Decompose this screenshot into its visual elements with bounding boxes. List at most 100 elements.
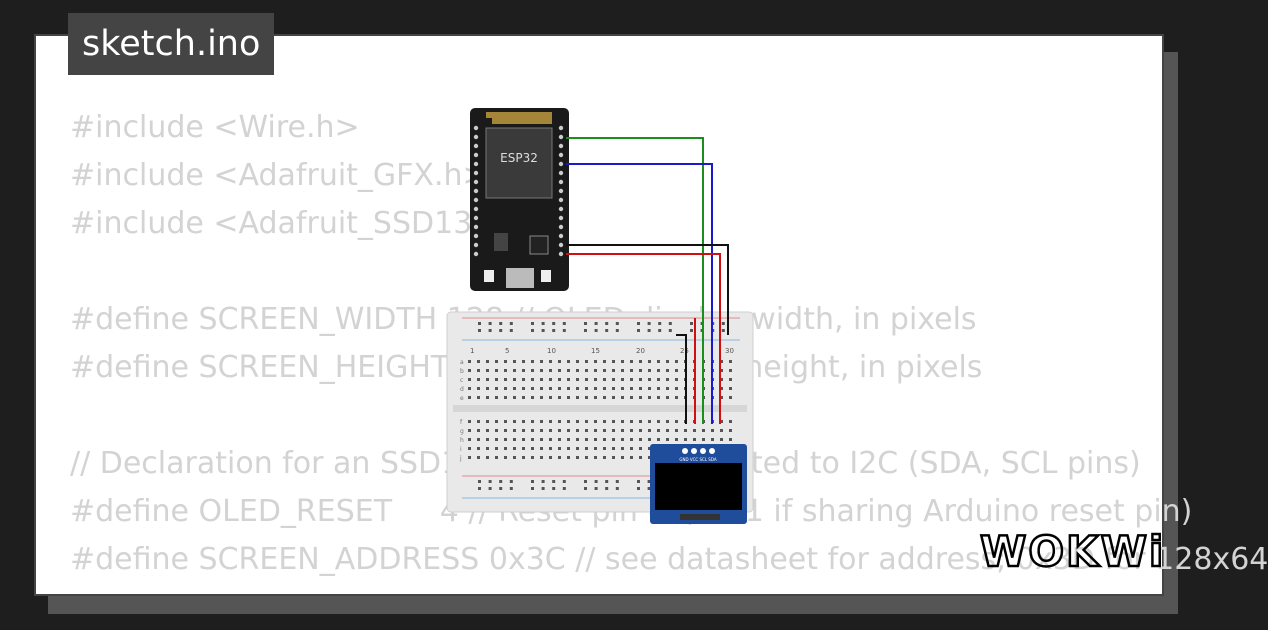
breadboard-hole bbox=[504, 420, 507, 423]
breadboard-hole bbox=[612, 360, 615, 363]
breadboard-hole bbox=[720, 420, 723, 423]
breadboard-hole bbox=[531, 369, 534, 372]
breadboard-hole bbox=[648, 360, 651, 363]
column-number: 10 bbox=[547, 347, 556, 355]
breadboard-hole bbox=[594, 329, 598, 332]
breadboard-hole bbox=[693, 438, 696, 441]
breadboard-hole bbox=[468, 369, 471, 372]
breadboard-hole bbox=[594, 322, 598, 325]
breadboard-hole bbox=[531, 322, 534, 325]
esp32-pin bbox=[558, 197, 564, 203]
breadboard-hole bbox=[540, 429, 543, 432]
breadboard-hole bbox=[558, 360, 561, 363]
breadboard-hole bbox=[668, 322, 672, 325]
breadboard-hole bbox=[621, 396, 624, 399]
column-number: 5 bbox=[505, 347, 509, 355]
breadboard-hole bbox=[522, 396, 525, 399]
breadboard-hole bbox=[558, 456, 561, 459]
breadboard-hole bbox=[594, 360, 597, 363]
breadboard-hole bbox=[605, 480, 609, 483]
breadboard-hole bbox=[585, 396, 588, 399]
breadboard-hole bbox=[531, 396, 534, 399]
breadboard-hole bbox=[612, 447, 615, 450]
wires bbox=[566, 137, 729, 424]
breadboard-hole bbox=[531, 480, 534, 483]
breadboard-hole bbox=[594, 369, 597, 372]
breadboard-hole bbox=[499, 329, 503, 332]
breadboard-hole bbox=[658, 329, 662, 332]
esp32-pin bbox=[558, 143, 564, 149]
breadboard-hole bbox=[541, 322, 545, 325]
esp32-pin bbox=[558, 215, 564, 221]
breadboard-hole bbox=[675, 438, 678, 441]
breadboard-hole bbox=[477, 438, 480, 441]
breadboard-hole bbox=[486, 429, 489, 432]
breadboard-hole bbox=[657, 378, 660, 381]
breadboard-hole bbox=[513, 387, 516, 390]
breadboard-hole bbox=[675, 420, 678, 423]
breadboard-hole bbox=[637, 487, 640, 490]
esp32-pin bbox=[473, 224, 479, 230]
breadboard-hole bbox=[567, 396, 570, 399]
breadboard-hole bbox=[585, 378, 588, 381]
breadboard-hole bbox=[621, 447, 624, 450]
breadboard-hole bbox=[558, 396, 561, 399]
breadboard-hole bbox=[585, 456, 588, 459]
wire-vcc bbox=[566, 253, 721, 424]
breadboard-hole bbox=[585, 387, 588, 390]
esp32-pin bbox=[558, 152, 564, 158]
breadboard-hole bbox=[499, 480, 503, 483]
breadboard-hole bbox=[567, 438, 570, 441]
breadboard-hole bbox=[594, 438, 597, 441]
breadboard-hole bbox=[690, 322, 693, 325]
esp32-pin bbox=[558, 206, 564, 212]
breadboard-hole bbox=[522, 378, 525, 381]
breadboard-hole bbox=[509, 322, 513, 325]
breadboard-hole bbox=[549, 387, 552, 390]
breadboard-hole bbox=[693, 429, 696, 432]
breadboard-hole bbox=[658, 322, 662, 325]
oled-display[interactable]: GND VCC SCL SDA bbox=[650, 444, 747, 524]
breadboard-hole bbox=[675, 429, 678, 432]
breadboard-hole bbox=[648, 378, 651, 381]
breadboard-hole bbox=[486, 369, 489, 372]
breadboard-hole bbox=[504, 396, 507, 399]
breadboard-hole bbox=[477, 456, 480, 459]
breadboard-hole bbox=[499, 487, 503, 490]
breadboard-hole bbox=[531, 378, 534, 381]
breadboard-hole bbox=[605, 487, 609, 490]
breadboard-hole bbox=[468, 456, 471, 459]
file-name-tab[interactable]: sketch.ino bbox=[68, 13, 275, 75]
wire-gnd bbox=[566, 244, 729, 335]
breadboard-hole bbox=[612, 387, 615, 390]
breadboard-hole bbox=[621, 456, 624, 459]
breadboard-hole bbox=[522, 420, 525, 423]
breadboard-hole bbox=[576, 378, 579, 381]
breadboard-hole bbox=[549, 456, 552, 459]
breadboard-hole bbox=[576, 360, 579, 363]
breadboard-hole bbox=[630, 360, 633, 363]
breadboard-hole bbox=[666, 378, 669, 381]
row-letter: j bbox=[459, 455, 462, 462]
breadboard-hole bbox=[648, 438, 651, 441]
breadboard-hole bbox=[477, 429, 480, 432]
breadboard-hole bbox=[657, 429, 660, 432]
breadboard-hole bbox=[541, 329, 545, 332]
breadboard-hole bbox=[509, 480, 513, 483]
breadboard-hole bbox=[612, 378, 615, 381]
breadboard-hole bbox=[630, 447, 633, 450]
breadboard-hole bbox=[513, 396, 516, 399]
esp32-board[interactable]: ESP32 bbox=[470, 108, 569, 291]
esp32-pin bbox=[558, 125, 564, 131]
breadboard-hole bbox=[478, 322, 481, 325]
breadboard-hole bbox=[540, 420, 543, 423]
esp32-pin bbox=[473, 215, 479, 221]
breadboard-hole bbox=[615, 322, 619, 325]
breadboard-hole bbox=[720, 438, 723, 441]
breadboard-hole bbox=[540, 438, 543, 441]
breadboard-hole bbox=[562, 487, 566, 490]
breadboard-hole bbox=[477, 378, 480, 381]
breadboard-hole bbox=[648, 456, 651, 459]
breadboard-hole bbox=[729, 387, 732, 390]
breadboard-hole bbox=[504, 429, 507, 432]
